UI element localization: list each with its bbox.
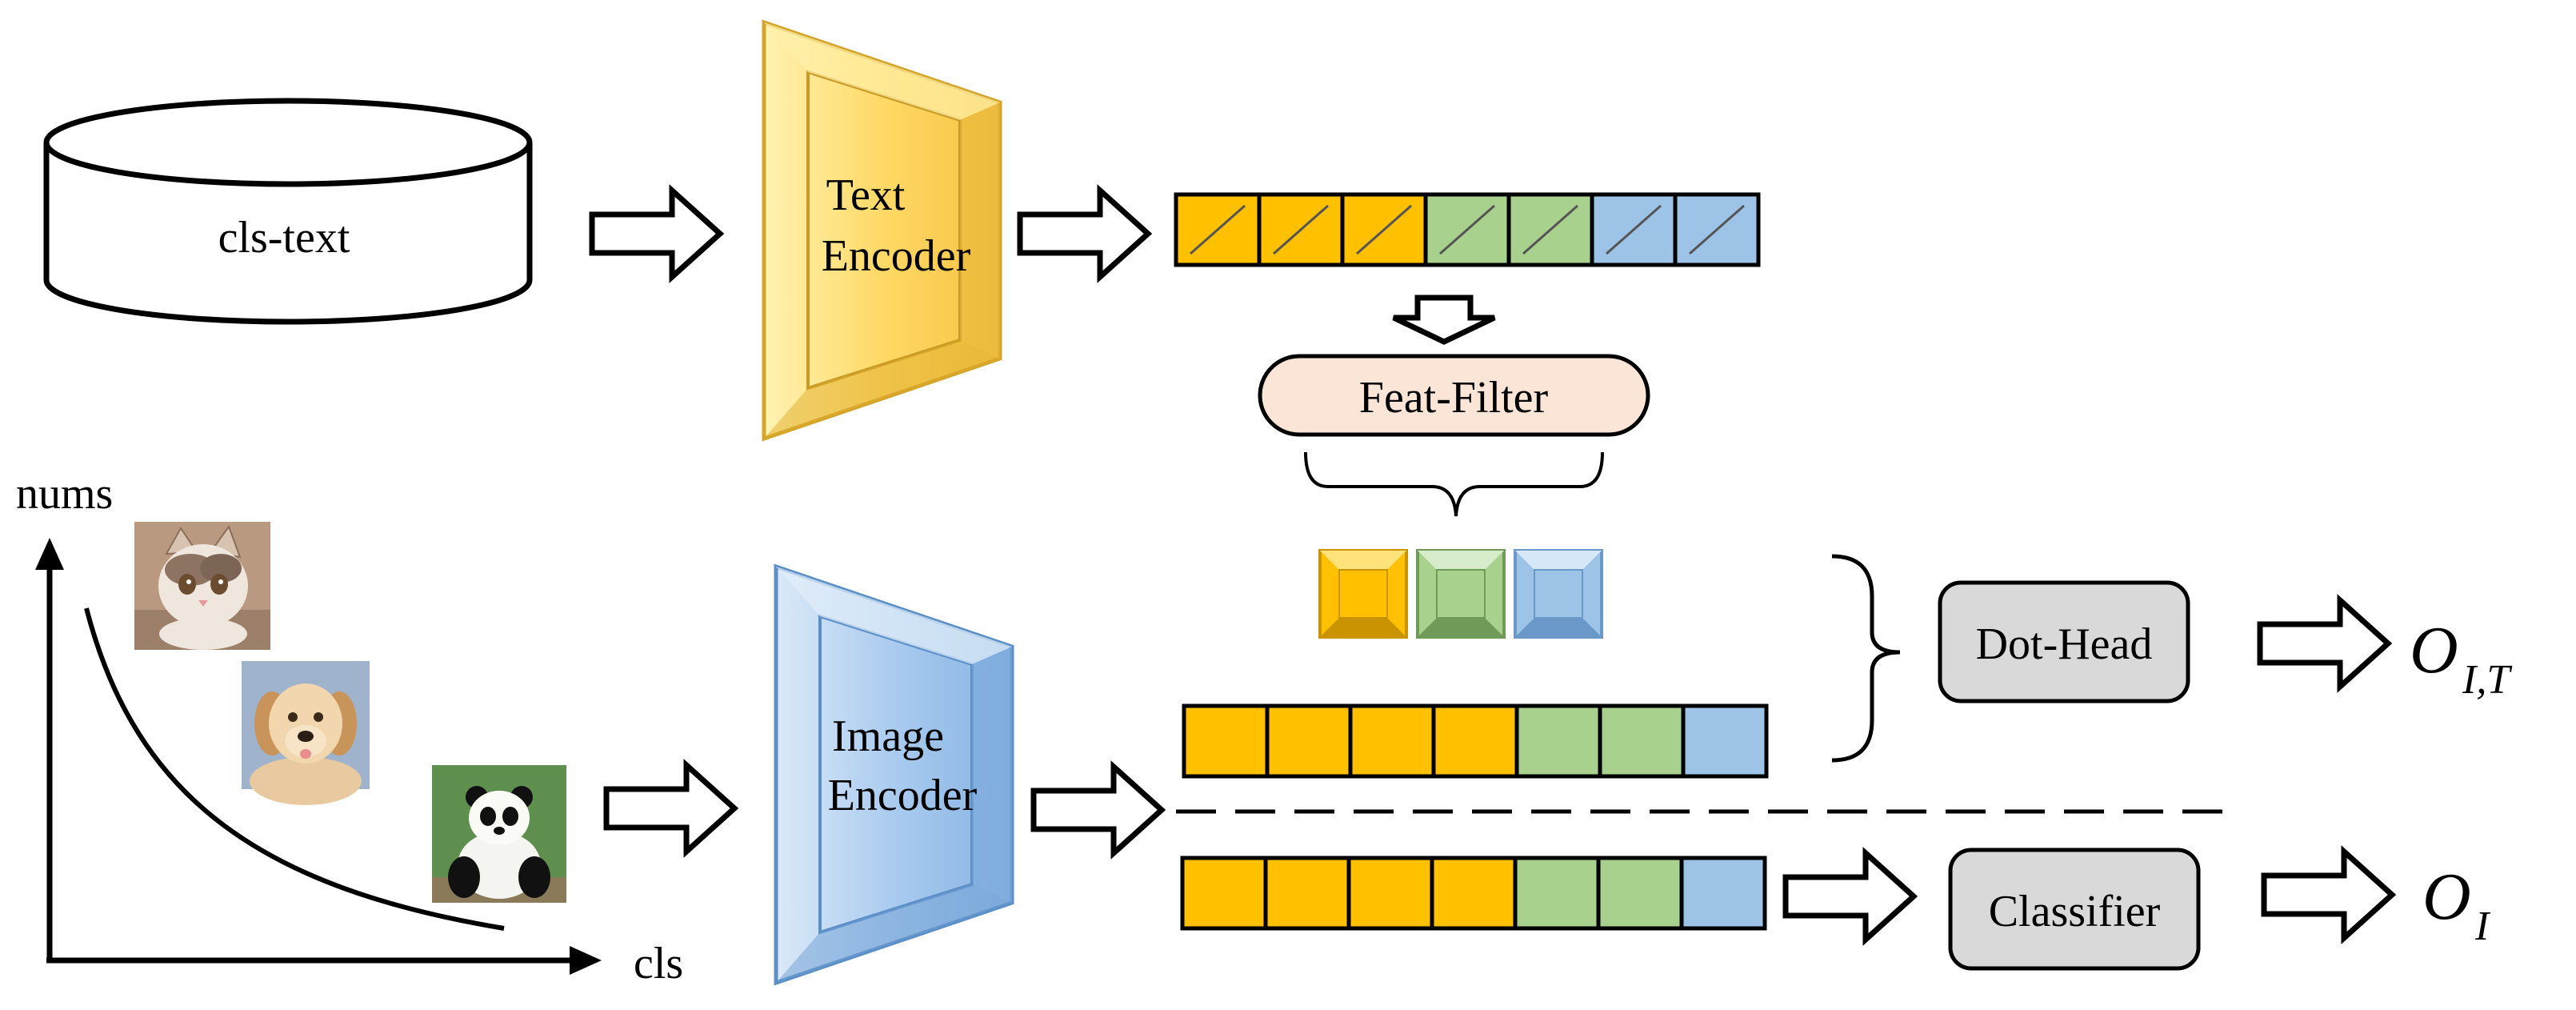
output-classifier: O I (2422, 860, 2491, 949)
arrow-down-to-feat-filter (1392, 295, 1496, 345)
output-dot-head: O I,T (2410, 613, 2512, 703)
y-axis-arrowhead (35, 538, 64, 570)
filtered-square-bevel (1320, 618, 1406, 637)
classifier-label: Classifier (1989, 887, 2161, 936)
text-vector-cell-green (1506, 192, 1594, 267)
text-vector-hatch-line (1689, 204, 1745, 255)
feat-filter-brace (1304, 451, 1604, 517)
filtered-square-bevel (1515, 618, 1602, 637)
cat-photo (134, 522, 270, 650)
x-axis-arrowhead (570, 946, 602, 975)
arrow-text-encoder-to-vector (1017, 184, 1153, 283)
image-encoder-label-line1: Image (832, 711, 944, 761)
cls-text-label: cls-text (218, 213, 350, 263)
text-vector-hatch-line (1606, 204, 1662, 255)
classifier-block: Classifier (1948, 848, 2201, 971)
image-feature-vector-bottom (1180, 856, 1767, 931)
image-vector-bottom-cell-yellow (1263, 856, 1351, 931)
image-vector-bottom-cell-yellow (1346, 856, 1434, 931)
dot-head-brace (1831, 554, 1901, 763)
panda-photo (432, 765, 566, 903)
output-dot-head-symbol: O (2410, 613, 2458, 687)
image-vector-top-cell-blue (1681, 703, 1769, 779)
filtered-square-bevel (1418, 551, 1504, 570)
long-tail-plot: nums cls (16, 469, 683, 988)
dot-head-label: Dot-Head (1976, 619, 2153, 669)
text-feature-vector (1174, 192, 1761, 267)
image-vector-top-cell-green (1598, 703, 1686, 779)
arrow-dot-head-to-output (2257, 594, 2393, 693)
image-vector-bottom-cell-green (1596, 856, 1684, 931)
arrow-image-encoder-to-vectors (1030, 760, 1166, 860)
arrow-images-to-image-encoder (603, 759, 739, 858)
x-axis-label: cls (634, 939, 683, 988)
output-classifier-symbol: O (2422, 860, 2471, 934)
filtered-square-inner (1338, 569, 1388, 619)
cls-text-database: cls-text (43, 98, 533, 325)
image-vector-bottom-cell-blue (1679, 856, 1767, 931)
arrow-classifier-to-output (2261, 845, 2397, 944)
text-encoder-block: Text Encoder (762, 19, 1002, 442)
image-feature-vector-top (1182, 703, 1769, 779)
output-dot-head-subscript: I,T (2462, 657, 2512, 703)
dog-photo (242, 661, 370, 805)
image-vector-bottom-cell-green (1513, 856, 1601, 931)
text-vector-hatch-line (1356, 204, 1412, 255)
arrow-vector-to-classifier (1782, 847, 1918, 946)
dot-head-block: Dot-Head (1938, 580, 2190, 703)
feat-filter-label: Feat-Filter (1359, 373, 1549, 423)
image-vector-top-cell-yellow (1265, 703, 1353, 779)
image-vector-top-cell-green (1514, 703, 1602, 779)
image-vector-bottom-cell-yellow (1180, 856, 1268, 931)
text-vector-hatch-line (1439, 204, 1495, 255)
image-encoder-label-line2: Encoder (828, 771, 978, 820)
image-vector-top-cell-yellow (1182, 703, 1270, 779)
text-vector-hatch-line (1190, 204, 1246, 255)
text-vector-hatch-line (1273, 204, 1329, 255)
y-axis-label: nums (16, 469, 113, 519)
text-encoder-label-line1: Text (826, 170, 906, 220)
filtered-feature-squares (1318, 549, 1603, 639)
image-vector-top-cell-yellow (1431, 703, 1519, 779)
text-encoder-label-line2: Encoder (822, 231, 971, 281)
filtered-square-bevel (1418, 618, 1504, 637)
long-tail-curve (84, 607, 505, 931)
text-vector-hatch-line (1522, 204, 1578, 255)
filtered-square-inner (1436, 569, 1486, 619)
image-vector-top-cell-yellow (1348, 703, 1436, 779)
feat-filter-block: Feat-Filter (1258, 354, 1650, 437)
filtered-square-bevel (1515, 551, 1602, 570)
arrow-db-to-text-encoder (589, 184, 725, 283)
image-encoder-block: Image Encoder (774, 563, 1014, 986)
filtered-square-bevel (1320, 551, 1406, 570)
filtered-square-inner (1534, 569, 1583, 619)
output-classifier-subscript: I (2474, 904, 2491, 949)
image-vector-bottom-cell-yellow (1430, 856, 1518, 931)
